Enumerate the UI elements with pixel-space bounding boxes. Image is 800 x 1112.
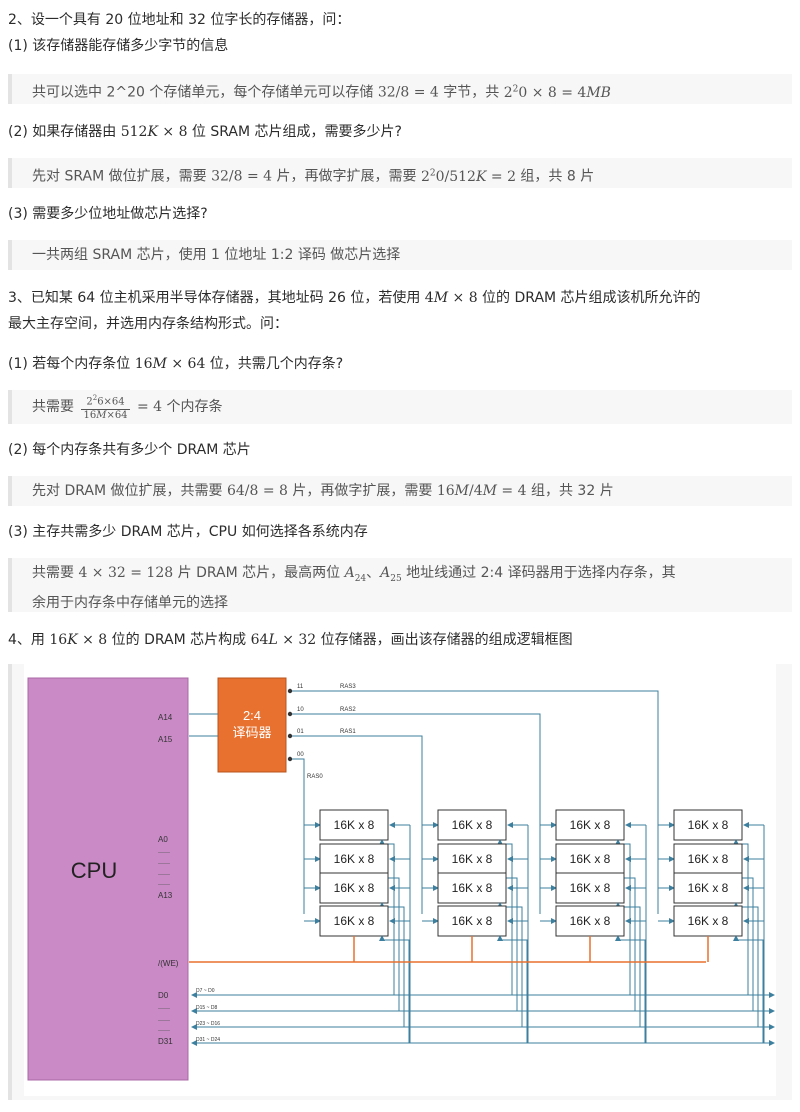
- cpu-label: CPU: [71, 858, 117, 883]
- dram-chip-label: 16K x 8: [570, 852, 611, 866]
- q2-title: 2、设一个具有 20 位地址和 32 位字长的存储器，问：: [8, 12, 351, 28]
- dram-chip-label: 16K x 8: [570, 914, 611, 928]
- dram-chip-label: 16K x 8: [334, 852, 375, 866]
- dram-chip-label: 16K x 8: [334, 818, 375, 832]
- pin-a13: A13: [158, 891, 173, 900]
- dram-chip-label: 16K x 8: [452, 818, 493, 832]
- pin-dots: ------: [158, 882, 170, 888]
- pin-dots: ------: [158, 1028, 170, 1034]
- chip-array: 16K x 8 16K x 8 16K x 8 16K x 8 16K x 8 16K x…: [304, 809, 765, 1043]
- bus-label-d7-d0: D7 ~ D0: [196, 988, 215, 994]
- data-wire: [733, 935, 764, 1043]
- ras0-line: [292, 758, 305, 914]
- data-wire: [497, 902, 523, 1027]
- q3-part2: (2) 每个内存条共有多少个 DRAM 芯片: [8, 442, 251, 458]
- pin-d0: D0: [158, 991, 169, 1000]
- data-wire: [497, 935, 528, 1043]
- pin-we: /(WE): [158, 959, 179, 968]
- dram-chip: [319, 809, 389, 841]
- dram-chip: [437, 843, 507, 875]
- ras2-label: RAS2: [340, 707, 356, 713]
- pin-dots: ------: [158, 1006, 170, 1012]
- dram-chip-label: 16K x 8: [688, 852, 729, 866]
- decoder-output-dot: [287, 688, 293, 694]
- dram-chip: [673, 872, 743, 904]
- bus-label-d15-d8: D15 ~ D8: [196, 1005, 217, 1011]
- ras2-line: [292, 713, 541, 914]
- dram-chip-label: 16K x 8: [570, 818, 611, 832]
- dram-chip: [555, 872, 625, 904]
- dram-chip-label: 16K x 8: [688, 881, 729, 895]
- decoder-label-ratio: 2:4: [243, 708, 261, 723]
- dram-chip: [437, 872, 507, 904]
- out-10: 10: [297, 707, 304, 713]
- decoder-output-dot: [287, 756, 293, 762]
- q3-part1: (1) 若每个内存条位 16M × 64 位，共需几个内存条?: [8, 356, 344, 372]
- data-wire: [379, 935, 410, 1043]
- q3-title: 3、已知某 64 位主机采用半导体存储器，其地址码 26 位，若使用 4M × …: [8, 290, 701, 306]
- dram-chip: [673, 905, 743, 937]
- cpu-block: [27, 677, 189, 1081]
- dram-chip: [673, 809, 743, 841]
- data-bus: [191, 992, 775, 1046]
- dram-chip: [319, 905, 389, 937]
- data-wire: [733, 902, 759, 1027]
- dram-chip-label: 16K x 8: [334, 914, 375, 928]
- data-wire: [379, 902, 405, 1027]
- out-11: 11: [297, 684, 304, 690]
- dram-chip-label: 16K x 8: [452, 852, 493, 866]
- data-wire: [615, 902, 641, 1027]
- dram-chip-label: 16K x 8: [688, 914, 729, 928]
- dram-chip-label: 16K x 8: [452, 914, 493, 928]
- q3-title-line2: 最大主存空间，并选用内存条结构形式。问：: [8, 316, 288, 332]
- ras0-label: RAS0: [307, 774, 323, 780]
- pin-dots: ------: [158, 872, 170, 878]
- pin-d31: D31: [158, 1037, 173, 1046]
- decoder-output-dot: [287, 711, 293, 717]
- pin-dots: ------: [158, 850, 170, 856]
- pin-dots: ------: [158, 1018, 170, 1024]
- memory-diagram: CPU A14 A15 A0 ------ ------ ------ ----…: [8, 664, 792, 1100]
- q2-part2: (2) 如果存储器由 512K × 8 位 SRAM 芯片组成，需要多少片?: [8, 124, 402, 140]
- pin-a15: A15: [158, 735, 173, 744]
- decoder-label-name: 译码器: [232, 725, 271, 740]
- decoder-block: [217, 677, 287, 773]
- out-00: 00: [297, 752, 304, 758]
- q2-answer1: 共可以选中 2^20 个存储单元，每个存储单元可以存储 32/8 = 4 字节，…: [8, 74, 792, 104]
- out-01: 01: [297, 729, 304, 735]
- q3-answer2: 先对 DRAM 做位扩展，共需要 64/8 = 8 片，再做字扩展，需要 16M…: [8, 476, 792, 506]
- q3-part3: (3) 主存共需多少 DRAM 芯片，CPU 如何选择各系统内存: [8, 524, 368, 540]
- bus-label-d31-d24: D31 ~ D24: [196, 1037, 220, 1043]
- q3-answer3: 共需要 4 × 32 = 128 片 DRAM 芯片，最高两位 A24、A25 …: [8, 558, 792, 612]
- q2-part3: (3) 需要多少位地址做芯片选择?: [8, 206, 208, 222]
- dram-chip: [555, 843, 625, 875]
- pin-dots: ------: [158, 861, 170, 867]
- dram-chip: [319, 872, 389, 904]
- q4-title: 4、用 16K × 8 位的 DRAM 芯片构成 64L × 32 位存储器，画…: [8, 632, 573, 648]
- dram-chip-label: 16K x 8: [570, 881, 611, 895]
- bus-label-d23-d16: D23 ~ D16: [196, 1021, 220, 1027]
- ras1-label: RAS1: [340, 729, 356, 735]
- dram-chip-label: 16K x 8: [452, 881, 493, 895]
- pin-a14: A14: [158, 713, 173, 722]
- dram-chip: [437, 809, 507, 841]
- dram-chip: [437, 905, 507, 937]
- memory-diagram-svg: CPU A14 A15 A0 ------ ------ ------ ----…: [24, 664, 776, 1096]
- q3-answer1: 共需要 226×64 16M×64 = 4 个内存条: [8, 390, 792, 424]
- decoder-output-dot: [287, 733, 293, 739]
- ras3-label: RAS3: [340, 684, 356, 690]
- dram-chip-label: 16K x 8: [334, 881, 375, 895]
- q2-answer2: 先对 SRAM 做位扩展，需要 32/8 = 4 片，再做字扩展，需要 220/…: [8, 158, 792, 188]
- ras1-line: [292, 735, 423, 914]
- dram-chip-label: 16K x 8: [688, 818, 729, 832]
- dram-chip: [555, 809, 625, 841]
- fraction: 226×64 16M×64: [81, 394, 130, 421]
- dram-chip: [555, 905, 625, 937]
- pin-a0: A0: [158, 835, 168, 844]
- dram-chip: [319, 843, 389, 875]
- q2-answer3: 一共两组 SRAM 芯片，使用 1 位地址 1:2 译码 做芯片选择: [8, 240, 792, 270]
- data-wire: [615, 935, 646, 1043]
- ras3-line: [292, 690, 659, 914]
- q2-part1: (1) 该存储器能存储多少字节的信息: [8, 38, 229, 54]
